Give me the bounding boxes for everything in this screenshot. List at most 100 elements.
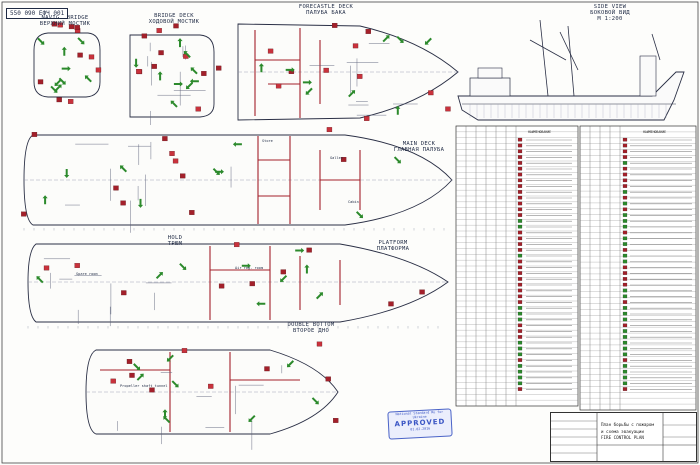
fire-symbol-45 bbox=[113, 185, 119, 191]
forecastle-deck-subtitle: ПАЛУБА БАКА bbox=[306, 10, 346, 16]
legend-right-symbol-31 bbox=[622, 317, 628, 322]
fire-symbol-51 bbox=[21, 211, 27, 217]
escape-arrow-48 bbox=[84, 75, 92, 83]
title-block-line1: План борьбы с пожаром bbox=[601, 422, 654, 427]
legend-right-symbol-2 bbox=[622, 149, 628, 154]
escape-arrow-4 bbox=[280, 274, 288, 283]
bridge-deck-outline bbox=[129, 34, 215, 118]
escape-arrow-29 bbox=[136, 373, 144, 381]
legend-left-symbol-38 bbox=[517, 358, 523, 362]
side-view-superstructure bbox=[469, 77, 511, 97]
fire-symbol-61 bbox=[156, 28, 162, 33]
escape-arrow-42 bbox=[54, 84, 62, 92]
fire-symbol-49 bbox=[151, 63, 157, 69]
legend-left-symbol-17 bbox=[517, 236, 523, 241]
escape-arrow-31 bbox=[173, 81, 183, 87]
escape-arrow-36 bbox=[77, 37, 85, 45]
fire-symbol-34 bbox=[249, 281, 255, 287]
platform-subtitle: ПЛАТФОРМА bbox=[376, 246, 410, 252]
fire-symbol-32 bbox=[357, 73, 363, 79]
fire-symbol-40 bbox=[43, 265, 50, 271]
bridge-deck-title: BRIDGE DECK bbox=[154, 13, 194, 19]
legend-right-symbol-12 bbox=[622, 207, 628, 212]
fire-symbol-59 bbox=[149, 387, 155, 393]
escape-arrow-39 bbox=[393, 156, 401, 164]
fire-symbol-30 bbox=[37, 79, 44, 85]
legend-right-symbol-15 bbox=[622, 224, 628, 229]
legend-right-symbol-20 bbox=[622, 253, 628, 258]
fire-symbol-19 bbox=[195, 106, 201, 112]
legend-right-symbol-39 bbox=[622, 364, 628, 368]
escape-arrow-15 bbox=[355, 211, 364, 219]
fire-symbol-26 bbox=[364, 116, 370, 121]
legend-right-symbol-11 bbox=[622, 201, 628, 206]
escape-arrow-47 bbox=[162, 409, 168, 419]
escape-arrow-2 bbox=[305, 87, 313, 95]
legend-right-symbol-24 bbox=[622, 277, 628, 281]
legend-left-symbol-37 bbox=[517, 352, 523, 357]
escape-arrow-40 bbox=[304, 264, 310, 274]
fire-symbol-1 bbox=[201, 71, 207, 76]
main-deck-title: MAIN DECK bbox=[402, 141, 436, 147]
legend-right-symbol-14 bbox=[622, 219, 628, 223]
legend-left-symbol-7 bbox=[517, 178, 523, 183]
escape-arrow-3 bbox=[137, 198, 144, 208]
legend-left-symbol-3 bbox=[517, 155, 523, 159]
legend-right-symbol-9 bbox=[622, 190, 628, 194]
legend-left-symbol-2 bbox=[517, 149, 523, 154]
escape-arrow-7 bbox=[183, 50, 191, 59]
fire-symbol-36 bbox=[56, 97, 62, 103]
fire-symbol-3 bbox=[180, 173, 186, 179]
legend-left-symbol-15 bbox=[517, 224, 523, 229]
fire-symbol-8 bbox=[275, 83, 282, 89]
escape-arrow-20 bbox=[302, 79, 312, 85]
legend-left-symbol-31 bbox=[517, 317, 523, 322]
fire-symbol-55 bbox=[158, 50, 164, 56]
escape-arrow-0 bbox=[54, 78, 62, 87]
escape-arrow-28 bbox=[295, 247, 305, 254]
escape-arrow-12 bbox=[61, 66, 71, 72]
legend-left-symbol-19 bbox=[517, 248, 523, 252]
legend-left-symbol-32 bbox=[517, 323, 523, 328]
side-view-hull bbox=[457, 71, 685, 121]
escape-arrow-37 bbox=[157, 71, 163, 81]
fire-symbol-6 bbox=[51, 21, 58, 27]
fire-symbol-62 bbox=[267, 48, 274, 54]
fire-symbol-56 bbox=[365, 29, 371, 34]
legend-left-symbol-36 bbox=[517, 346, 523, 351]
legend-right-symbol-40 bbox=[622, 369, 628, 374]
fire-symbol-4 bbox=[306, 247, 312, 253]
platform-label: PLATFORM ПЛАТФОРМА bbox=[366, 240, 420, 252]
legend-left-symbol-29 bbox=[517, 306, 523, 310]
side-view-title: SIDE VIEW bbox=[593, 4, 627, 10]
fire-symbol-24 bbox=[88, 54, 95, 60]
fire-symbol-46 bbox=[234, 242, 240, 248]
escape-arrow-9 bbox=[64, 169, 70, 178]
escape-arrow-16 bbox=[155, 271, 163, 280]
legend-right-symbol-22 bbox=[622, 265, 628, 270]
fire-symbol-23 bbox=[325, 376, 331, 382]
legend-left-symbol-11 bbox=[517, 201, 523, 206]
bridge-deck-subtitle: ХОДОВОЙ МОСТИК bbox=[148, 19, 200, 25]
legend-left-symbol-34 bbox=[517, 335, 523, 339]
fire-symbol-29 bbox=[264, 366, 270, 372]
double-bottom-label: DOUBLE BOTTOM ВТОРОЕ ДНО bbox=[278, 322, 344, 334]
fire-symbol-35 bbox=[181, 348, 188, 354]
fire-symbol-25 bbox=[141, 33, 148, 39]
fire-symbol-50 bbox=[445, 106, 451, 112]
fire-symbol-20 bbox=[352, 43, 359, 49]
platform-title: PLATFORM bbox=[378, 240, 408, 246]
legend-right-symbol-30 bbox=[622, 311, 628, 316]
side-view-subtitle: БОКОВОЙ ВИД bbox=[590, 10, 630, 16]
fire-symbol-41 bbox=[333, 418, 339, 423]
fire-symbol-58 bbox=[74, 263, 80, 268]
escape-arrow-14 bbox=[382, 35, 390, 43]
legend-right-symbol-42 bbox=[622, 381, 628, 386]
legend-left-symbol-40 bbox=[517, 369, 523, 374]
escape-arrow-8 bbox=[258, 63, 264, 73]
legend-left-symbol-27 bbox=[517, 294, 523, 299]
legend-left-symbol-13 bbox=[517, 213, 523, 217]
fire-symbol-52 bbox=[388, 301, 394, 307]
title-block: План борьбы с пожаром и схема эвакуации … bbox=[550, 412, 697, 462]
